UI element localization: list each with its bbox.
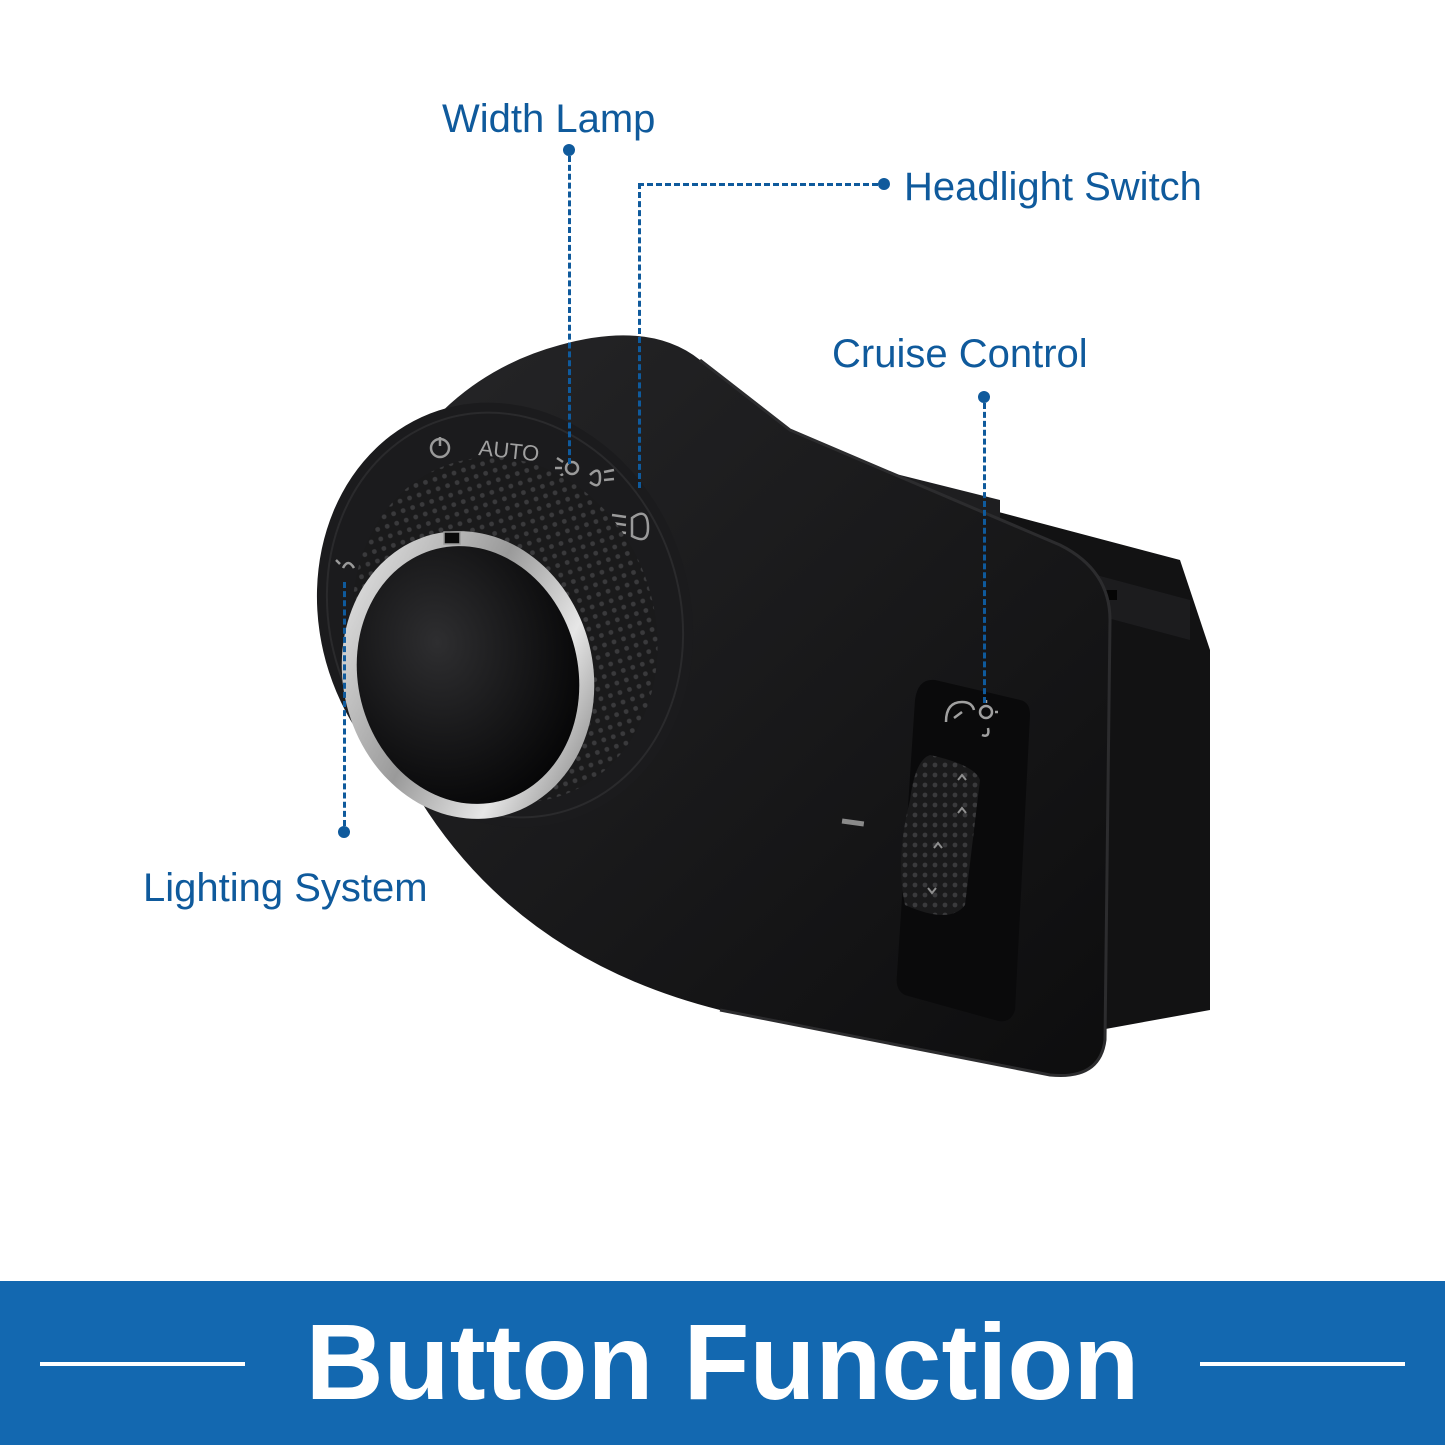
- banner-title: Button Function: [305, 1301, 1140, 1422]
- cruise-control-label: Cruise Control: [832, 332, 1088, 376]
- lighting-system-dot: [338, 826, 350, 838]
- banner-rule-right: [1200, 1362, 1405, 1366]
- lighting-system-label: Lighting System: [143, 866, 428, 910]
- width-lamp-dot: [563, 144, 575, 156]
- cruise-control-leader: [983, 403, 986, 703]
- headlight-switch-leader-h: [638, 183, 878, 186]
- headlight-knob[interactable]: [312, 504, 625, 846]
- cruise-control-thumbwheel[interactable]: [901, 755, 980, 915]
- headlight-switch-dot: [878, 178, 890, 190]
- cruise-control-icon: [944, 700, 998, 737]
- lighting-system-leader: [343, 582, 346, 826]
- low-beam-icon: [589, 468, 615, 487]
- banner-rule-left: [40, 1362, 245, 1366]
- headlight-switch-leader-v: [638, 183, 641, 488]
- bottom-banner: Button Function: [0, 1281, 1445, 1445]
- headlight-switch-label: Headlight Switch: [904, 165, 1202, 209]
- cruise-control-dot: [978, 391, 990, 403]
- interior-light-icon: [335, 559, 356, 569]
- headlight-switch-product-image: AUTO: [312, 335, 1210, 1078]
- width-lamp-leader: [568, 156, 571, 464]
- width-lamp-label: Width Lamp: [442, 97, 656, 141]
